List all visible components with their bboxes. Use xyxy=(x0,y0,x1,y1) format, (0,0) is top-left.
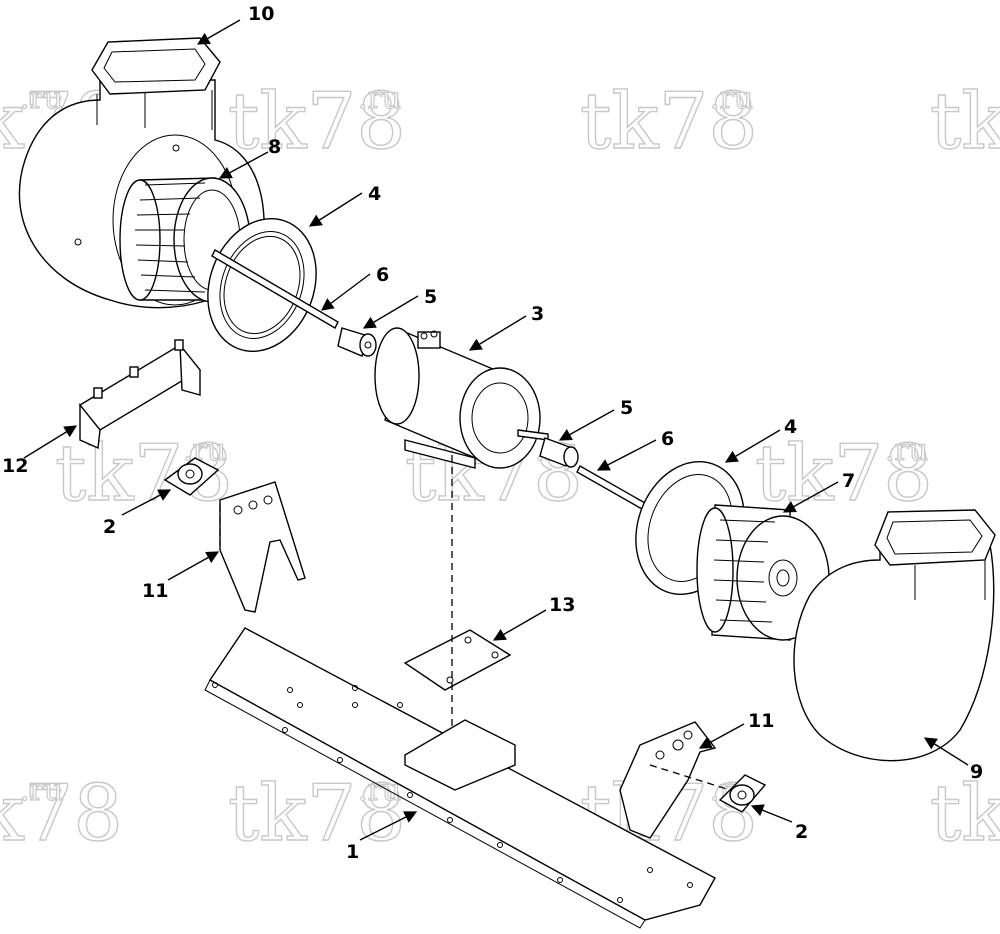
svg-text:9: 9 xyxy=(970,761,983,783)
callout-7: 7 xyxy=(782,470,855,513)
part-coupling-left xyxy=(337,327,377,357)
svg-text:tk78: tk78 xyxy=(930,77,1000,167)
part-bearing-left xyxy=(163,457,220,496)
svg-text:tk78: tk78 xyxy=(228,77,406,167)
svg-text:4: 4 xyxy=(784,416,797,438)
svg-text:13: 13 xyxy=(549,594,575,616)
svg-text:5: 5 xyxy=(424,286,437,308)
svg-text:5: 5 xyxy=(620,397,633,419)
callouts: 10 8 4 6 5 3 5 6 xyxy=(2,3,983,863)
svg-text:11: 11 xyxy=(748,710,774,732)
svg-text:2: 2 xyxy=(103,516,116,538)
svg-text:1: 1 xyxy=(346,841,359,863)
svg-text:4: 4 xyxy=(368,183,381,205)
callout-10: 10 xyxy=(196,3,274,45)
svg-text:tk78: tk78 xyxy=(0,769,123,859)
part-mounting-pad xyxy=(403,629,512,691)
svg-text:12: 12 xyxy=(2,455,28,477)
svg-text:6: 6 xyxy=(661,428,674,450)
svg-text:6: 6 xyxy=(376,264,389,286)
callout-8: 8 xyxy=(218,136,281,179)
part-bracket-right xyxy=(619,721,731,839)
part-motor xyxy=(374,327,549,469)
callout-11-right: 11 xyxy=(698,710,774,749)
callout-11-left: 11 xyxy=(142,551,220,602)
callout-4-left: 4 xyxy=(308,183,381,227)
callout-6-left: 6 xyxy=(320,264,389,311)
watermark: tk78.ru xyxy=(227,768,406,859)
svg-text:10: 10 xyxy=(248,3,274,25)
part-shaft-left xyxy=(211,249,339,329)
callout-9: 9 xyxy=(923,737,983,783)
svg-text:8: 8 xyxy=(268,136,281,158)
svg-text:.ru: .ru xyxy=(710,81,753,116)
svg-text:.ru: .ru xyxy=(885,433,928,468)
callout-4-right: 4 xyxy=(724,416,797,463)
callout-6-right: 6 xyxy=(596,428,674,471)
callout-1: 1 xyxy=(346,811,418,863)
svg-text:3: 3 xyxy=(531,303,544,325)
part-cover-bracket xyxy=(78,339,202,450)
part-bracket-left xyxy=(219,481,306,613)
watermark: tk78.ru xyxy=(227,76,406,167)
callout-5-left: 5 xyxy=(362,286,437,329)
callout-2-right: 2 xyxy=(750,804,808,843)
callout-13: 13 xyxy=(492,594,575,641)
part-base-frame xyxy=(204,627,716,929)
watermark: tk78 xyxy=(929,76,1000,167)
callout-2-left: 2 xyxy=(103,489,172,538)
callout-3: 3 xyxy=(468,303,544,351)
callout-5-right: 5 xyxy=(558,397,633,441)
svg-text:11: 11 xyxy=(142,580,168,602)
svg-text:tk78: tk78 xyxy=(930,769,1000,859)
callout-12: 12 xyxy=(2,425,78,477)
svg-text:.ru: .ru xyxy=(20,773,63,808)
svg-text:.ru: .ru xyxy=(20,81,63,116)
watermark: tk78 xyxy=(929,768,1000,859)
watermark: tk78.ru xyxy=(0,768,124,859)
part-blower-housing-right xyxy=(793,509,996,762)
svg-text:7: 7 xyxy=(842,470,855,492)
watermark: tk78.ru xyxy=(579,76,758,167)
svg-text:tk78: tk78 xyxy=(580,77,758,167)
part-bearing-right xyxy=(718,774,767,813)
svg-text:2: 2 xyxy=(795,821,808,843)
svg-text:.ru: .ru xyxy=(358,81,401,116)
part-coupling-right xyxy=(539,437,579,468)
